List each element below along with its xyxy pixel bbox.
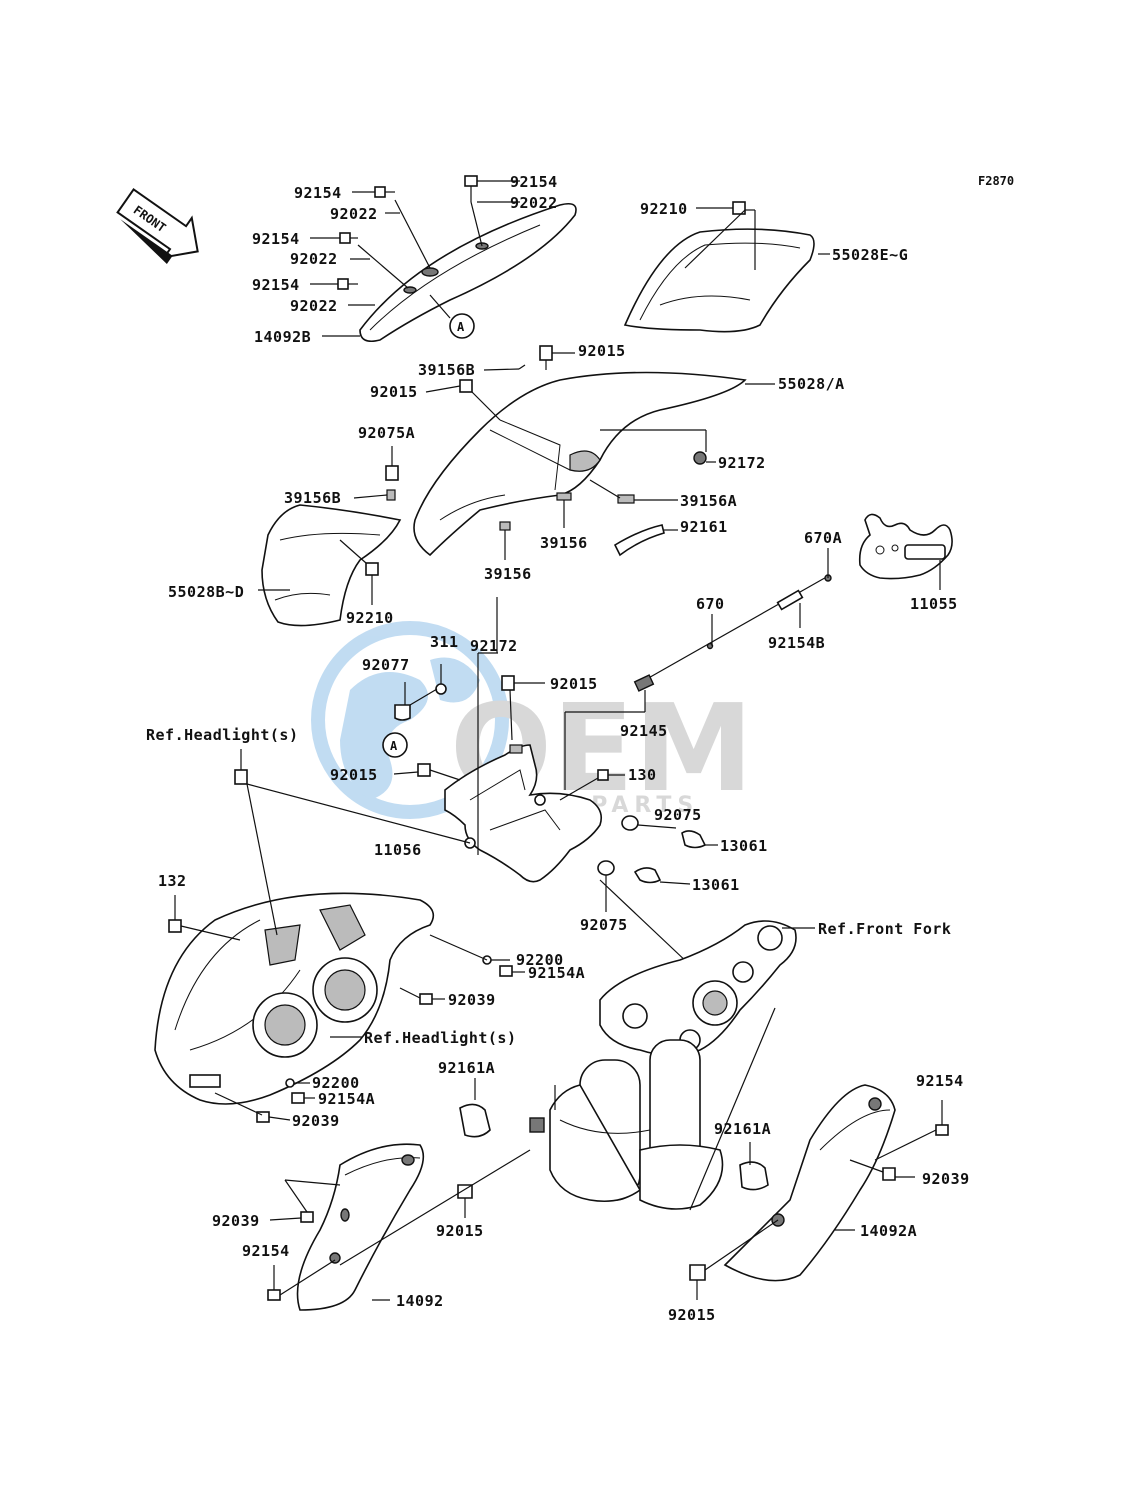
lower-cover-14092a xyxy=(689,1084,949,1300)
inner-fairing-55028a xyxy=(385,345,747,557)
label-92172: 92172 xyxy=(718,454,766,472)
svg-text:A: A xyxy=(457,320,465,334)
label-14092b: 14092B xyxy=(254,328,311,346)
label-55028b-d: 55028B~D xyxy=(168,583,244,601)
label-92154: 92154 xyxy=(242,1242,290,1260)
label-39156b: 39156B xyxy=(418,361,475,379)
label-92161a: 92161A xyxy=(438,1059,495,1077)
label-92015: 92015 xyxy=(578,342,626,360)
ref-headlight-label: Ref.Headlight(s) xyxy=(146,726,299,744)
label-92015: 92015 xyxy=(370,383,418,401)
label-92039: 92039 xyxy=(922,1170,970,1188)
figure-code: F2870 xyxy=(978,174,1014,188)
label-92039: 92039 xyxy=(212,1212,260,1230)
label-92154: 92154 xyxy=(510,173,558,191)
svg-text:A: A xyxy=(390,739,398,753)
side-panel-55028eg xyxy=(623,201,830,333)
label-11055: 11055 xyxy=(910,595,958,613)
label-92145: 92145 xyxy=(620,722,668,740)
label-311: 311 xyxy=(430,633,459,651)
label-92210: 92210 xyxy=(640,200,688,218)
screw-top-center xyxy=(464,175,520,247)
label-132: 132 xyxy=(158,872,187,890)
label-92161: 92161 xyxy=(680,518,728,536)
label-92154: 92154 xyxy=(252,276,300,294)
watermark-globe xyxy=(311,621,509,819)
label-92161a: 92161A xyxy=(714,1120,771,1138)
label-92015: 92015 xyxy=(668,1306,716,1324)
label-92210: 92210 xyxy=(346,609,394,627)
label-leaders xyxy=(258,335,941,912)
front-arrow-icon: FRONT xyxy=(116,188,199,264)
label-13061: 13061 xyxy=(720,837,768,855)
label-92015: 92015 xyxy=(550,675,598,693)
label-55028e-g: 55028E~G xyxy=(832,246,908,264)
front-fork-assembly xyxy=(529,920,815,1211)
label-92154a: 92154A xyxy=(318,1090,375,1108)
bracket-11056 xyxy=(444,744,603,883)
label-92154: 92154 xyxy=(916,1072,964,1090)
part-labels: 92154 92022 92154 92022 92154 92022 9215… xyxy=(146,173,970,1324)
label-39156b: 39156B xyxy=(284,489,341,507)
rod-assembly xyxy=(564,548,832,790)
ref-headlight-label: Ref.Headlight(s) xyxy=(364,1029,517,1047)
ref-front-fork-label: Ref.Front Fork xyxy=(818,920,951,938)
clips-39156 xyxy=(386,364,665,557)
marker-a-top: A xyxy=(429,294,475,339)
label-92154a: 92154A xyxy=(528,964,585,982)
label-130: 130 xyxy=(628,766,657,784)
label-39156a: 39156A xyxy=(680,492,737,510)
label-39156: 39156 xyxy=(484,565,532,583)
label-92154b: 92154B xyxy=(768,634,825,652)
label-92172: 92172 xyxy=(470,637,518,655)
side-panel-55028bd xyxy=(261,504,402,627)
bracket-11055 xyxy=(858,513,953,580)
label-670: 670 xyxy=(696,595,725,613)
label-11056: 11056 xyxy=(374,841,422,859)
label-92022: 92022 xyxy=(330,205,378,223)
label-14092a: 14092A xyxy=(860,1222,917,1240)
upper-cowl-14092b xyxy=(359,202,577,343)
marker-a-lower: A xyxy=(382,732,408,758)
label-92022: 92022 xyxy=(290,250,338,268)
label-92022: 92022 xyxy=(290,297,338,315)
label-92075: 92075 xyxy=(654,806,702,824)
label-92075: 92075 xyxy=(580,916,628,934)
label-92015: 92015 xyxy=(436,1222,484,1240)
label-92075a: 92075A xyxy=(358,424,415,442)
headlight-assembly xyxy=(154,749,525,1123)
bracket-hardware xyxy=(393,597,718,966)
label-92039: 92039 xyxy=(448,991,496,1009)
label-92200: 92200 xyxy=(516,951,564,969)
label-92022: 92022 xyxy=(510,194,558,212)
label-14092: 14092 xyxy=(396,1292,444,1310)
label-92039: 92039 xyxy=(292,1112,340,1130)
label-92015: 92015 xyxy=(330,766,378,784)
label-39156: 39156 xyxy=(540,534,588,552)
label-92200: 92200 xyxy=(312,1074,360,1092)
label-13061: 13061 xyxy=(692,876,740,894)
lower-cover-14092 xyxy=(267,1078,531,1311)
label-670a: 670A xyxy=(804,529,842,547)
label-92077: 92077 xyxy=(362,656,410,674)
label-92154: 92154 xyxy=(252,230,300,248)
label-55028-a: 55028/A xyxy=(778,375,845,393)
screw-set-top-left xyxy=(310,186,431,306)
label-92154: 92154 xyxy=(294,184,342,202)
